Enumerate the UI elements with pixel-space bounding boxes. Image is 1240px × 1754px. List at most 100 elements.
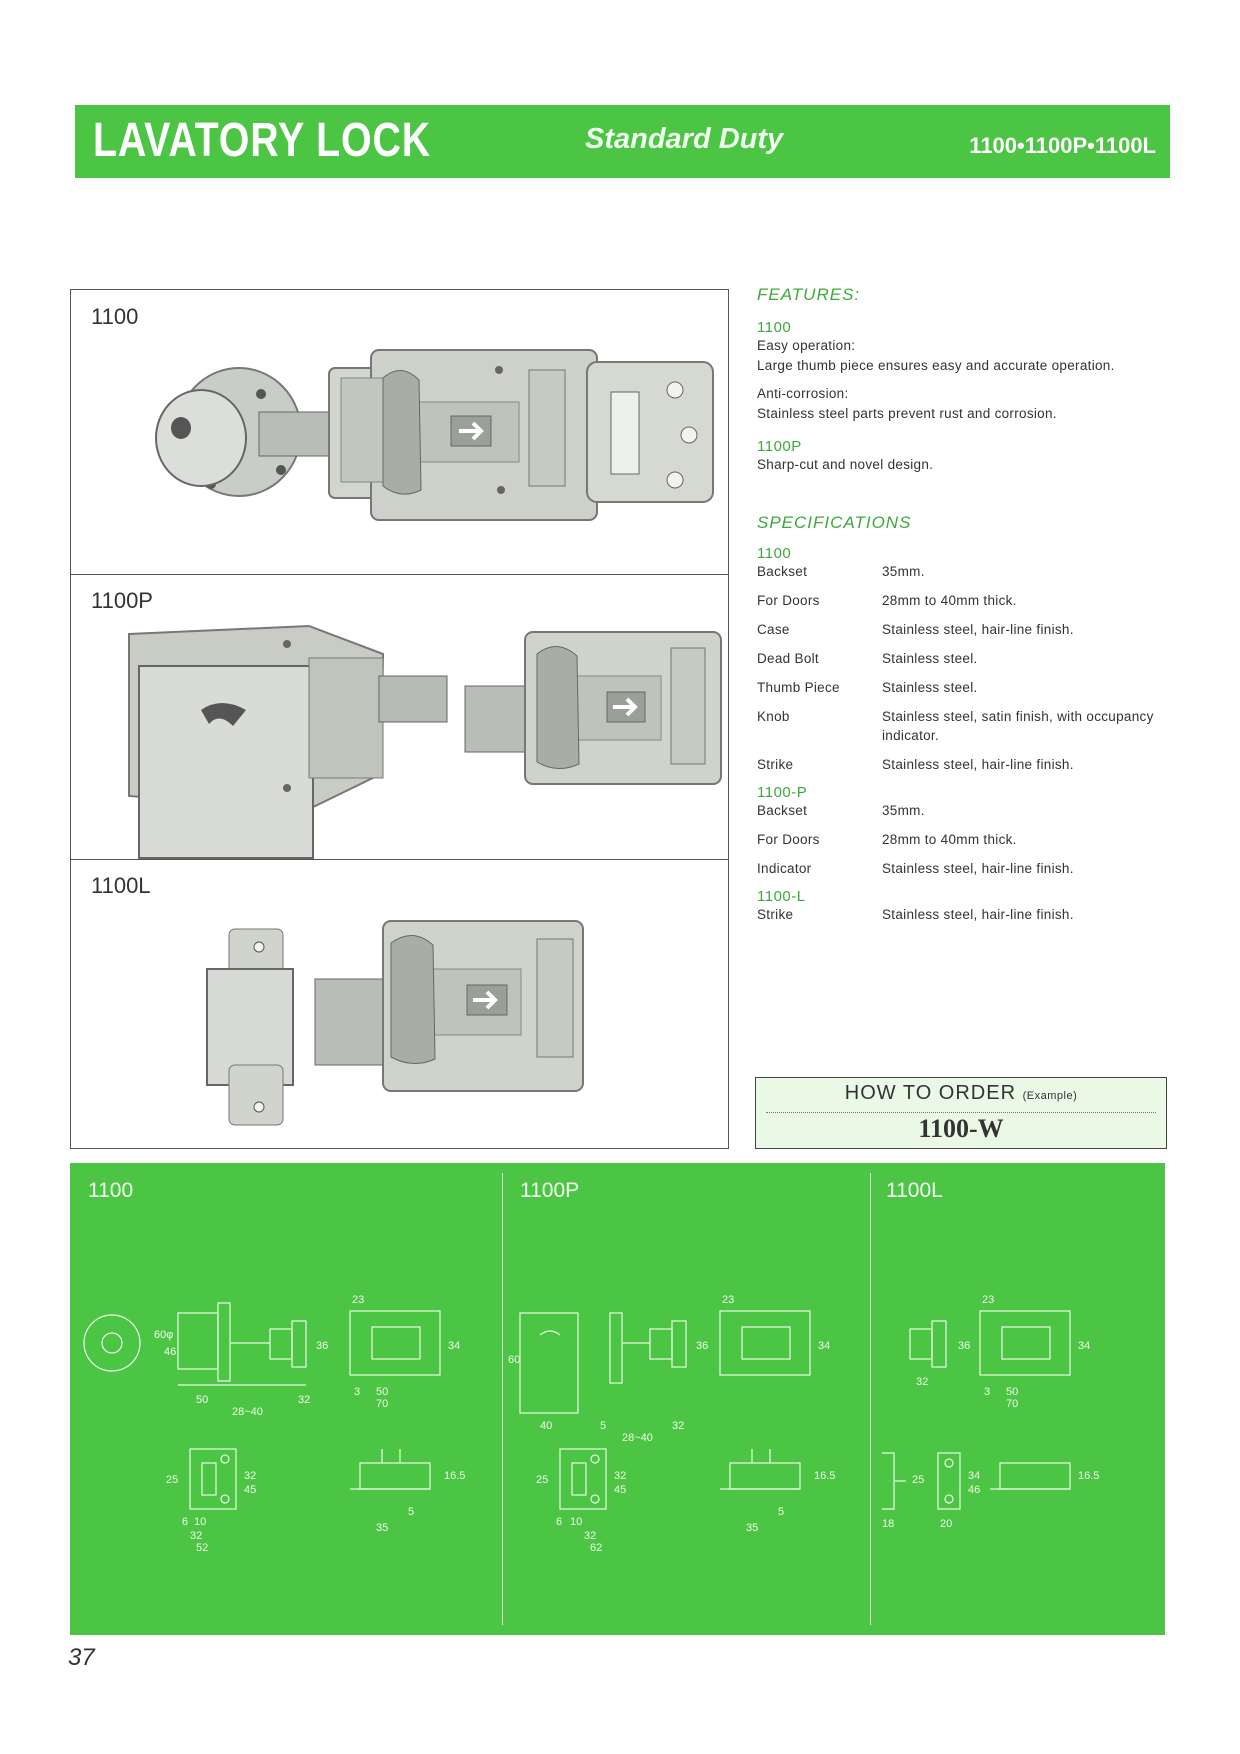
diagram-divider-2 — [870, 1173, 871, 1625]
order-code: 1100-W — [918, 1114, 1004, 1143]
dim-1100-46: 46 — [164, 1346, 176, 1358]
dim-1100-10: 10 — [194, 1516, 206, 1528]
dim-1100L-23: 23 — [982, 1294, 994, 1306]
spec-row: Strike Stainless steel, hair-line finish. — [757, 755, 1169, 774]
spec-key: Case — [757, 622, 790, 637]
dim-1100L-46: 46 — [968, 1484, 980, 1496]
dim-1100P-2840: 28~40 — [622, 1432, 653, 1444]
dim-1100L-18: 18 — [882, 1518, 894, 1530]
how-to-order-title: HOW TO ORDER (Example) — [756, 1082, 1166, 1105]
spec-key: Strike — [757, 757, 794, 772]
spec-group-1100P-title: 1100-P — [757, 784, 808, 801]
dim-1100P-40: 40 — [540, 1420, 552, 1432]
spec-key: For Doors — [757, 593, 820, 608]
header-banner: LAVATORY LOCK Standard Duty 1100•1100P•1… — [75, 105, 1170, 178]
photo-1100-illustration — [155, 349, 714, 521]
dim-1100L-165: 16.5 — [1078, 1470, 1099, 1482]
dim-1100P-32c: 32 — [584, 1530, 596, 1542]
diagram-divider-1 — [502, 1173, 503, 1625]
dim-1100P-5b: 5 — [778, 1506, 784, 1518]
feature-easy-text: Large thumb piece ensures easy and accur… — [757, 358, 1115, 373]
photo-label-1100L: 1100L — [91, 873, 151, 898]
dim-1100L-50: 50 — [1006, 1386, 1018, 1398]
page-number: 37 — [68, 1644, 95, 1671]
how-to-order-example: (Example) — [1022, 1090, 1078, 1102]
page-title: LAVATORY LOCK — [93, 114, 431, 167]
spec-key: Indicator — [757, 861, 812, 876]
dim-1100P-45: 45 — [614, 1484, 626, 1496]
features-model-1100: 1100 — [757, 319, 792, 336]
diagram-label-1100: 1100 — [88, 1179, 134, 1202]
dim-1100L-32: 32 — [916, 1376, 928, 1388]
specifications-heading: SPECIFICATIONS — [757, 513, 912, 532]
dim-1100-34: 34 — [448, 1340, 460, 1352]
photo-cell-1100L: 1100L — [71, 859, 728, 1148]
dim-1100-5: 5 — [408, 1506, 414, 1518]
spec-value: Stainless steel, hair-line finish. — [882, 757, 1074, 772]
photo-1100L-illustration — [206, 920, 584, 1126]
dim-1100L-20: 20 — [940, 1518, 952, 1530]
dim-1100-3: 3 — [354, 1386, 360, 1398]
spec-value: Stainless steel. — [882, 651, 978, 666]
dim-1100-50: 50 — [196, 1394, 208, 1406]
dim-1100-23: 23 — [352, 1294, 364, 1306]
dim-1100-50b: 50 — [376, 1386, 388, 1398]
spec-value: Stainless steel, hair-line finish. — [882, 907, 1074, 922]
spec-value: Stainless steel, hair-line finish. — [882, 861, 1074, 876]
dim-1100P-6: 6 — [556, 1516, 562, 1528]
spec-value: Stainless steel, hair-line finish. — [882, 622, 1074, 637]
spec-key: Backset — [757, 564, 808, 579]
dim-1100-6: 6 — [182, 1516, 188, 1528]
photo-1100P-illustration — [128, 624, 722, 859]
dim-1100-32c: 32 — [190, 1530, 202, 1542]
dim-1100-165: 16.5 — [444, 1470, 465, 1482]
feature-easy-title: Easy operation: — [757, 338, 856, 353]
dim-1100P-25: 25 — [536, 1474, 548, 1486]
dim-1100-70: 70 — [376, 1398, 388, 1410]
how-to-order-box: HOW TO ORDER (Example) 1100-W — [755, 1077, 1167, 1149]
dim-1100-35: 35 — [376, 1522, 388, 1534]
dim-1100P-34: 34 — [818, 1340, 830, 1352]
spec-key: For Doors — [757, 832, 820, 847]
dim-1100P-36: 36 — [696, 1340, 708, 1352]
spec-key: Dead Bolt — [757, 651, 819, 666]
diagram-label-1100P: 1100P — [520, 1179, 580, 1202]
dim-1100P-32: 32 — [672, 1420, 684, 1432]
how-to-order-label: HOW TO ORDER — [844, 1082, 1017, 1104]
photo-label-1100: 1100 — [91, 304, 139, 329]
spec-value: Stainless steel. — [882, 680, 978, 695]
dim-1100P-35: 35 — [746, 1522, 758, 1534]
dim-1100L-70: 70 — [1006, 1398, 1018, 1410]
features-model-1100P: 1100P — [757, 438, 802, 455]
dimension-drawings: 60φ 46 36 50 28~40 32 23 34 3 50 70 25 3… — [83, 1294, 1099, 1554]
dim-1100P-32b: 32 — [614, 1470, 626, 1482]
dimension-diagram-panel: 1100 1100P 1100L — [70, 1163, 1165, 1635]
spec-value: 35mm. — [882, 803, 925, 818]
dim-1100P-5: 5 — [600, 1420, 606, 1432]
dim-1100-36: 36 — [316, 1340, 328, 1352]
spec-row: Indicator Stainless steel, hair-line fini… — [757, 859, 1169, 878]
spec-group-1100L-title: 1100-L — [757, 888, 806, 905]
dim-1100L-34: 34 — [1078, 1340, 1090, 1352]
dim-1100-32b: 32 — [244, 1470, 256, 1482]
spec-row: Dead Bolt Stainless steel. — [757, 649, 1169, 668]
features-heading: FEATURES: — [757, 285, 861, 304]
feature-corrosion-text: Stainless steel parts prevent rust and c… — [757, 406, 1057, 421]
dim-1100-45: 45 — [244, 1484, 256, 1496]
features-specs-column: FEATURES: 1100 Easy operation: Large thu… — [757, 285, 1169, 934]
spec-value: 28mm to 40mm thick. — [882, 593, 1017, 608]
dim-1100-32: 32 — [298, 1394, 310, 1406]
diagram-label-1100L: 1100L — [886, 1179, 943, 1202]
spec-group-1100-title: 1100 — [757, 545, 792, 562]
dim-1100P-10: 10 — [570, 1516, 582, 1528]
dim-1100-52: 52 — [196, 1542, 208, 1554]
spec-row: Case Stainless steel, hair-line finish. — [757, 620, 1169, 639]
photo-cell-1100P: 1100P — [71, 574, 728, 860]
spec-key: Backset — [757, 803, 808, 818]
dim-1100L-25: 25 — [912, 1474, 924, 1486]
how-to-order-divider — [766, 1112, 1156, 1113]
